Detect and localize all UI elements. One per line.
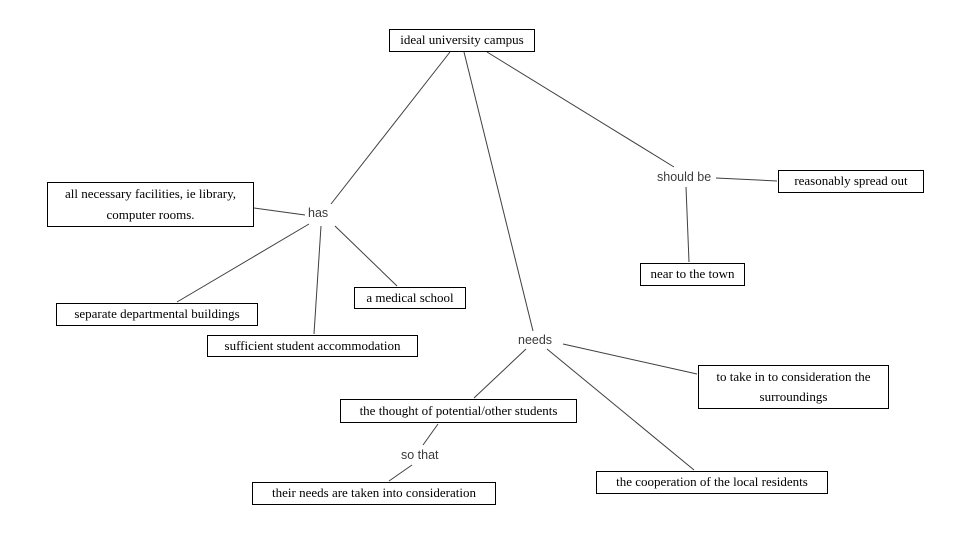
edge-shouldbe-spread (715, 177, 778, 182)
edge-needs-surroundings (562, 343, 698, 375)
node-reasonably-spread-out[interactable]: reasonably spread out (778, 170, 924, 193)
edge-needs-thought (473, 348, 527, 399)
node-separate-departmental-buildings[interactable]: separate departmental buildings (56, 303, 258, 326)
node-all-necessary-facilities[interactable]: all necessary facilities, ie library, co… (47, 182, 254, 227)
edge-has-medical (334, 225, 398, 287)
connector-label-so-that[interactable]: so that (399, 448, 441, 462)
edge-sothat-theirneeds (388, 464, 413, 482)
node-near-to-the-town[interactable]: near to the town (640, 263, 745, 286)
edge-root-needs (463, 51, 534, 332)
connector-label-has[interactable]: has (306, 206, 331, 220)
edge-needs-cooperation (546, 348, 695, 471)
edge-root-shouldbe (486, 51, 675, 168)
node-a-medical-school[interactable]: a medical school (354, 287, 466, 309)
node-sufficient-student-accommodation[interactable]: sufficient student accommodation (207, 335, 418, 357)
edge-shouldbe-neartown (685, 186, 690, 263)
node-consideration-surroundings[interactable]: to take in to consideration the surround… (698, 365, 889, 409)
edge-root-has (330, 51, 451, 205)
edge-thought-sothat (422, 423, 439, 446)
connector-label-should-be[interactable]: should be (655, 170, 714, 184)
node-cooperation-local-residents[interactable]: the cooperation of the local residents (596, 471, 828, 494)
node-their-needs-consideration[interactable]: their needs are taken into consideration (252, 482, 496, 505)
edge-has-facilities (253, 207, 306, 216)
edge-has-separate (176, 223, 310, 303)
edge-has-accommodation (313, 225, 322, 335)
node-thought-of-potential-students[interactable]: the thought of potential/other students (340, 399, 577, 423)
node-ideal-university-campus[interactable]: ideal university campus (389, 29, 535, 52)
connector-label-needs[interactable]: needs (516, 333, 555, 347)
